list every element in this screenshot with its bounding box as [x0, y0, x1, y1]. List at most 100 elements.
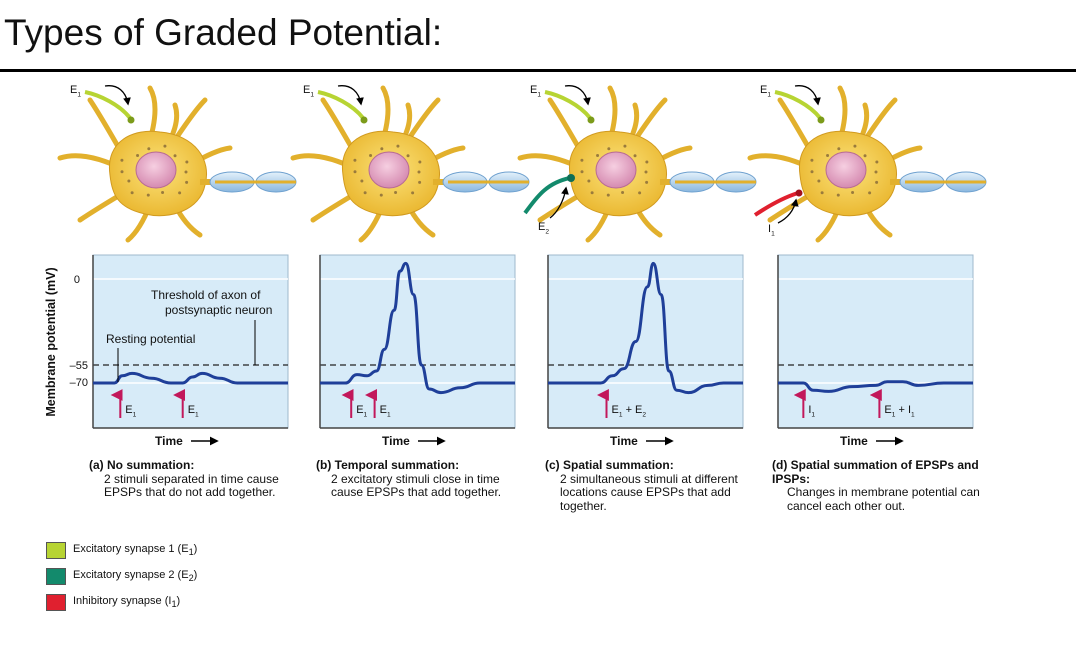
organelle: [161, 190, 165, 194]
synapse-e1: [360, 116, 368, 124]
organelle: [185, 160, 189, 164]
membrane-trace: [778, 380, 973, 393]
organelle: [380, 147, 384, 151]
synapse-i1: [795, 189, 803, 197]
dendrite: [537, 192, 583, 223]
organelle: [379, 193, 383, 197]
organelle: [638, 191, 642, 195]
presynaptic-axon-e1: [544, 90, 592, 120]
y-tick-70: –70: [70, 377, 88, 389]
stimulus-label: E1: [188, 404, 199, 418]
synapse-label-i1: I1: [768, 223, 775, 237]
x-axis-label: Time: [840, 434, 868, 448]
stimulus-label: E1: [356, 404, 367, 418]
organelle: [836, 193, 840, 197]
organelle: [645, 180, 649, 184]
organelle: [353, 158, 357, 162]
graph-background: [777, 254, 974, 429]
organelle: [621, 190, 625, 194]
caption-d: (d) Spatial summation of EPSPs and IPSPs…: [772, 458, 1012, 513]
arrow-e1: [564, 85, 591, 106]
y-tick-0: 0: [74, 274, 80, 286]
nucleus: [368, 151, 410, 189]
organelle: [810, 158, 814, 162]
organelle: [394, 190, 398, 194]
organelle: [173, 154, 177, 158]
organelle: [623, 144, 627, 148]
organelle: [369, 153, 373, 157]
organelle: [606, 193, 610, 197]
synapse-label-e1: E1: [70, 84, 81, 98]
organelle: [596, 153, 600, 157]
caption-c-title: (c) Spatial summation:: [545, 458, 674, 472]
legend-swatch-e2: [46, 567, 66, 585]
dendrite: [777, 97, 813, 153]
legend-item-e1: Excitatory synapse 1 (E1): [46, 541, 197, 559]
stimulus-label: E1: [125, 404, 136, 418]
organelle: [810, 170, 814, 174]
stimulus-label: E1: [380, 404, 391, 418]
threshold-annotation-2: postsynaptic neuron: [165, 303, 272, 317]
organelle: [587, 179, 591, 183]
dendrite: [320, 97, 356, 153]
title-divider: [0, 69, 1076, 72]
graph-background: [547, 254, 744, 429]
caption-b-text: 2 excitatory stimuli close in time cause…: [331, 471, 502, 499]
arrow-e1: [794, 85, 821, 106]
organelle: [645, 160, 649, 164]
organelle: [820, 191, 824, 195]
organelle: [874, 170, 878, 174]
dendrite: [87, 97, 123, 153]
organelle: [120, 158, 124, 162]
caption-c-text: 2 simultaneous stimuli at different loca…: [560, 471, 738, 513]
synapse-label-e1: E1: [530, 84, 541, 98]
organelle: [363, 191, 367, 195]
x-axis-label: Time: [382, 434, 410, 448]
organelle: [590, 191, 594, 195]
organelle: [136, 153, 140, 157]
synapse-e1: [587, 116, 595, 124]
organelle: [178, 191, 182, 195]
nucleus: [595, 151, 637, 189]
y-axis-label: Membrane potential (mV): [44, 267, 58, 417]
organelle: [411, 191, 415, 195]
legend-swatch-e1: [46, 541, 66, 559]
organelle: [418, 180, 422, 184]
organelle: [146, 193, 150, 197]
organelle: [360, 179, 364, 183]
legend-label-i1: Inhibitory synapse (I: [73, 594, 172, 607]
organelle: [633, 154, 637, 158]
synapse-e2: [567, 174, 575, 182]
organelle: [826, 153, 830, 157]
organelle: [875, 180, 879, 184]
organelle: [863, 154, 867, 158]
organelle: [120, 170, 124, 174]
x-axis-label: Time: [610, 434, 638, 448]
organelle: [396, 144, 400, 148]
presynaptic-axon-i1: [753, 191, 799, 217]
organelle: [147, 147, 151, 151]
organelle: [353, 170, 357, 174]
caption-a-text: 2 stimuli separated in time cause EPSPs …: [104, 471, 279, 499]
organelle: [184, 170, 188, 174]
membrane-trace: [320, 261, 515, 395]
presynaptic-axon-e1: [317, 90, 365, 120]
dendrite: [77, 192, 123, 223]
legend-label-e1: Excitatory synapse 1 (E: [73, 542, 189, 555]
synapse-label-e1: E1: [303, 84, 314, 98]
dendrite: [767, 192, 813, 223]
presynaptic-axon-e1: [774, 90, 822, 120]
organelle: [875, 160, 879, 164]
caption-a: (a) No summation: 2 stimuli separated in…: [89, 458, 294, 500]
dendrite: [172, 97, 208, 143]
organelle: [580, 170, 584, 174]
stimulus-label: I1: [808, 404, 815, 418]
caption-a-title: (a) No summation:: [89, 458, 195, 472]
dendrite: [310, 192, 356, 223]
organelle: [185, 180, 189, 184]
